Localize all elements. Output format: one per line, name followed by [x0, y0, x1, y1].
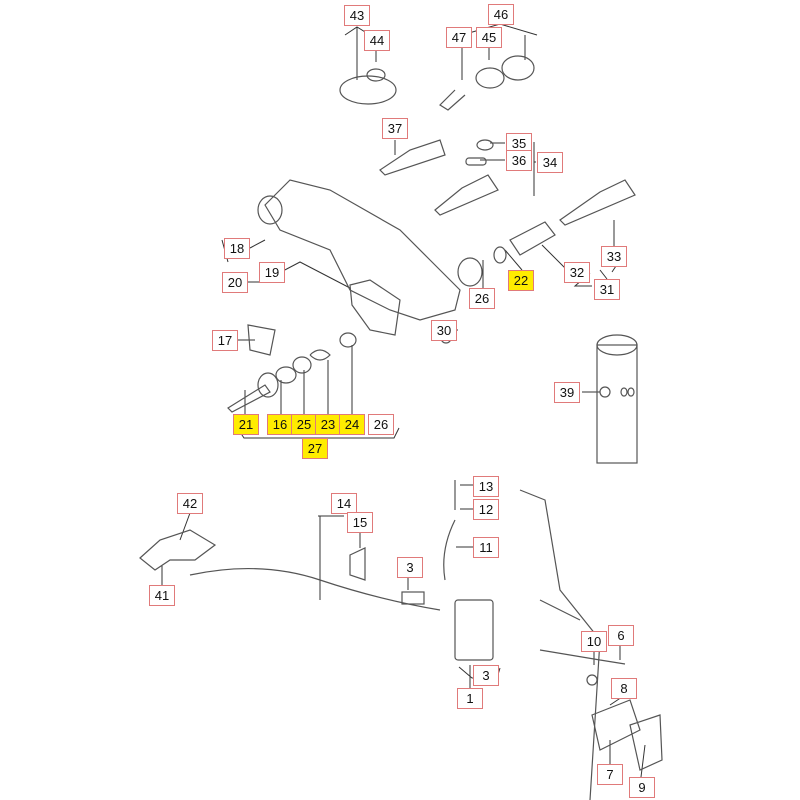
callout-41: 41	[149, 585, 175, 606]
callout-20: 20	[222, 272, 248, 293]
lock-cylinder-parts	[227, 324, 357, 413]
callout-30: 30	[431, 320, 457, 341]
callout-35: 35	[506, 133, 532, 154]
callout-39: 39	[554, 382, 580, 403]
callout-18: 18	[224, 238, 250, 259]
callout-19: 19	[259, 262, 285, 283]
callout-12: 12	[473, 499, 499, 520]
lubricant-can	[596, 334, 638, 464]
callout-25: 25	[291, 414, 317, 435]
callout-1: 1	[457, 688, 483, 709]
callout-16: 16	[267, 414, 293, 435]
callout-36: 36	[506, 150, 532, 171]
callout-47: 47	[446, 27, 472, 48]
door-handle	[257, 179, 556, 344]
callout-6: 6	[608, 625, 634, 646]
callout-15: 15	[347, 512, 373, 533]
key-fobs	[339, 55, 636, 226]
callout-32: 32	[564, 262, 590, 283]
callout-44: 44	[364, 30, 390, 51]
callout-45: 45	[476, 27, 502, 48]
callout-34: 34	[537, 152, 563, 173]
door-latch-parts	[139, 480, 663, 800]
callout-26: 26	[469, 288, 495, 309]
callout-37: 37	[382, 118, 408, 139]
callout-10: 10	[581, 631, 607, 652]
callout-3-lower: 3	[473, 665, 499, 686]
callout-9: 9	[629, 777, 655, 798]
callout-13: 13	[473, 476, 499, 497]
callout-3-upper: 3	[397, 557, 423, 578]
callout-22: 22	[508, 270, 534, 291]
callout-17: 17	[212, 330, 238, 351]
callout-46: 46	[488, 4, 514, 25]
callout-31: 31	[594, 279, 620, 300]
callout-43: 43	[344, 5, 370, 26]
callout-26-lower: 26	[368, 414, 394, 435]
callout-33: 33	[601, 246, 627, 267]
callout-8: 8	[611, 678, 637, 699]
callout-23: 23	[315, 414, 341, 435]
callout-24: 24	[339, 414, 365, 435]
callout-21: 21	[233, 414, 259, 435]
callout-42: 42	[177, 493, 203, 514]
callout-14: 14	[331, 493, 357, 514]
callout-27: 27	[302, 438, 328, 459]
callout-11: 11	[473, 537, 499, 558]
callout-7: 7	[597, 764, 623, 785]
